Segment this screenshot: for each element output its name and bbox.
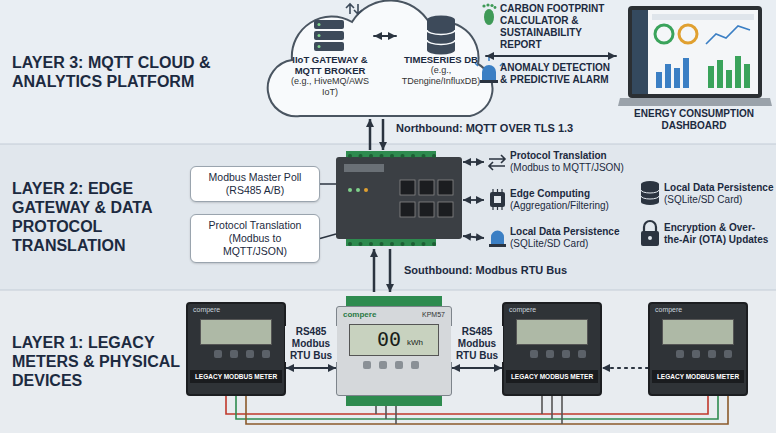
brand-label: compere [655, 306, 682, 313]
node-title: ENERGY CONSUMPTION DASHBOARD [616, 108, 772, 132]
meter-button [363, 361, 371, 369]
meter-button [562, 350, 570, 358]
bus-label: RS485 Modbus RTU Bus [285, 326, 337, 362]
meter-reading: 00 [377, 326, 401, 352]
node-detail: (Modbus to MQTT/JSON) [197, 232, 313, 258]
connector [452, 367, 502, 369]
unit-label: kWh [407, 338, 423, 347]
band-ground [0, 144, 776, 290]
connector [374, 35, 396, 37]
node-detail: (RS485 A/B) [197, 184, 313, 197]
meter-button [379, 361, 387, 369]
layer-heading: LAYER 3: MQTT CLOUD & ANALYTICS PLATFORM [12, 53, 247, 91]
legacy-meter: compereLEGACY MODBUS METER [648, 302, 748, 396]
feature-label: Encryption & Over-the-Air (OTA) Updates [664, 222, 772, 246]
feature-detail: (SQLite/SD Card) [664, 194, 742, 206]
cloud-service: TIMESERIES DB(e.g., TDengine/InfluxDB) [396, 16, 486, 87]
brand-label: compere [193, 306, 220, 313]
node-title: IIoT GATEWAY & MQTT BROKER [286, 54, 374, 76]
database-icon [427, 16, 455, 55]
meter-plate: LEGACY MODBUS METER [190, 370, 282, 383]
meter-button [230, 350, 238, 358]
feature-detail: (Modbus to MQTT/JSON) [510, 162, 624, 174]
band-ground [0, 0, 776, 144]
feature-detail: (Aggregation/Filtering) [510, 200, 609, 212]
swap-icon [489, 155, 505, 170]
meter-screen [200, 319, 272, 345]
connector [602, 367, 648, 369]
feature-label: ANOMALY DETECTION & PREDICTIVE ALARM [500, 62, 616, 86]
brand-label: compere [509, 306, 536, 313]
feature-label: Local Data Persistence [510, 226, 620, 238]
meter-button [262, 350, 270, 358]
meter-button [676, 350, 684, 358]
bus-wires [226, 396, 728, 424]
southbound-arrows [374, 249, 390, 292]
function-box: Modbus Master Poll(RS485 A/B) [190, 166, 320, 202]
meter-buttons [530, 350, 586, 358]
meter-button [395, 361, 403, 369]
feature-label: Protocol Translation [510, 150, 607, 162]
brand-label: compere [343, 310, 376, 319]
band-divider [0, 290, 776, 291]
cloud-outline [268, 0, 493, 116]
legacy-meter: compereLEGACY MODBUS METER [186, 302, 286, 396]
meter-button [724, 350, 732, 358]
node-title: TIMESERIES DB [396, 54, 486, 65]
footprint-icon [482, 3, 496, 25]
layer-heading: LAYER 1: LEGACY METERS & PHYSICAL DEVICE… [12, 333, 184, 390]
meter-button [578, 350, 586, 358]
feature-label: Local Data Persistence [664, 182, 774, 194]
laptop-illustration [618, 6, 772, 106]
meter-button [411, 361, 419, 369]
function-box: Protocol Translation(Modbus to MQTT/JSON… [190, 214, 320, 263]
lock-icon [641, 221, 659, 246]
layer-band: LAYER 2: EDGE GATEWAY & DATA PROTOCOL TR… [0, 144, 776, 290]
band-divider [0, 144, 776, 145]
cloud-service: IIoT GATEWAY & MQTT BROKER(e.g., HiveMQ/… [286, 16, 374, 98]
node-detail: (e.g., HiveMQ/AWS IoT) [286, 76, 374, 98]
layer-band: LAYER 3: MQTT CLOUD & ANALYTICS PLATFORM… [0, 0, 776, 143]
meter-buttons [214, 350, 270, 358]
northbound-arrows [370, 119, 383, 150]
node-title: Modbus Master Poll [197, 171, 313, 184]
meter-screen [662, 319, 734, 345]
node-detail: (e.g., TDengine/InfluxDB) [396, 65, 486, 87]
chip-icon [490, 189, 505, 210]
feature-label: CARBON FOOTPRINT CALCULATOR & SUSTAINABI… [500, 3, 616, 51]
ethernet-ports [400, 180, 453, 217]
band-ground [0, 290, 776, 433]
edge-gateway-device [336, 151, 462, 246]
connector-lines [320, 184, 336, 239]
model-label: KPM57 [422, 311, 445, 318]
flow-label: Northbound: MQTT OVER TLS 1.3 [396, 122, 573, 135]
feature-detail: (SQLite/SD Card) [510, 238, 588, 250]
meter-button [530, 350, 538, 358]
meter-screen [516, 319, 588, 345]
legacy-meter: compereLEGACY MODBUS METER [502, 302, 602, 396]
node-title: Protocol Translation [197, 219, 313, 232]
meter-button [708, 350, 716, 358]
meter-button [246, 350, 254, 358]
server-icon [314, 4, 362, 51]
connector [286, 367, 336, 369]
database-icon [641, 181, 659, 205]
layer-heading: LAYER 2: EDGE GATEWAY & DATA PROTOCOL TR… [12, 179, 184, 255]
alarm-icon [489, 231, 506, 247]
meter-plate: LEGACY MODBUS METER [652, 370, 744, 383]
dashboard: ENERGY CONSUMPTION DASHBOARD [616, 4, 772, 132]
connector [486, 55, 616, 57]
meter-button [546, 350, 554, 358]
meter-plate: LEGACY MODBUS METER [506, 370, 598, 383]
meter-button [692, 350, 700, 358]
feature-label: Edge Computing [510, 188, 590, 200]
bus-label: RS485 Modbus RTU Bus [451, 326, 503, 362]
meter-button [214, 350, 222, 358]
meter-buttons [363, 361, 419, 369]
smart-meter: compere KPM57 00 kWh [336, 306, 452, 396]
feature-arrows [463, 162, 484, 238]
flow-label: Southbound: Modbus RTU Bus [404, 264, 567, 277]
meter-buttons [676, 350, 732, 358]
layer-band: LAYER 1: LEGACY METERS & PHYSICAL DEVICE… [0, 290, 776, 433]
